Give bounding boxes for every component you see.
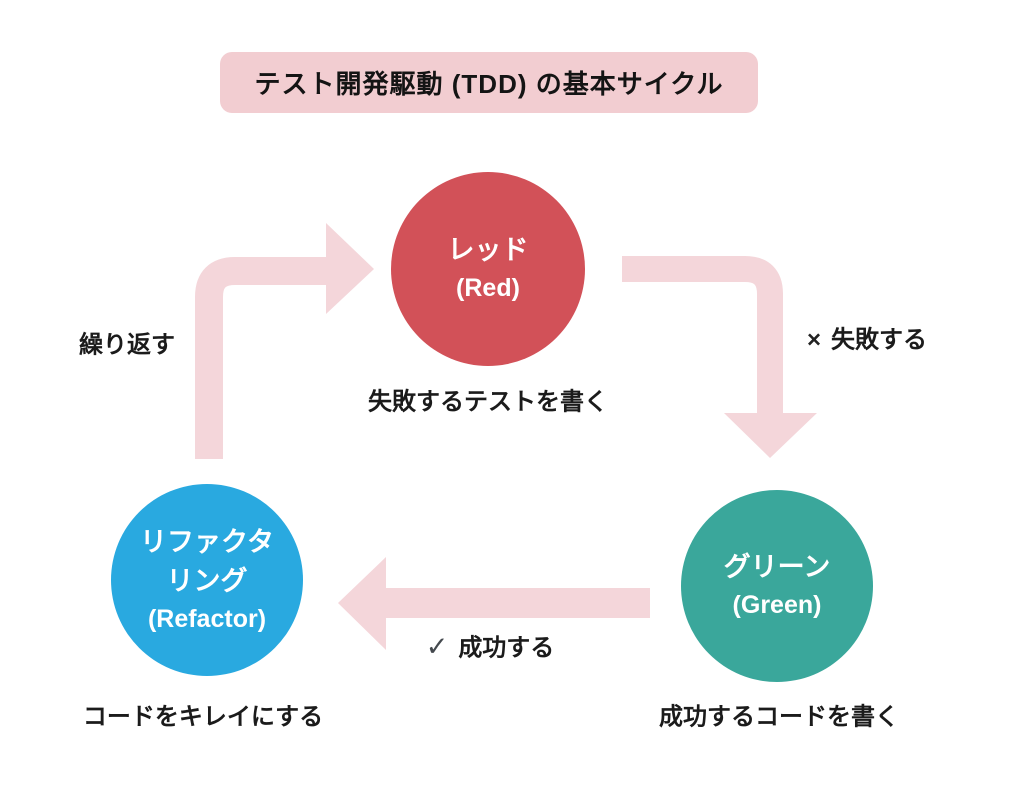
edge-label-fail: × 失敗する xyxy=(807,320,927,355)
edge-label-repeat: 繰り返す xyxy=(79,325,175,360)
edge-label-success-text: 成功する xyxy=(458,634,555,662)
arrow-red-to-green xyxy=(622,256,817,458)
caption-green: 成功するコードを書く xyxy=(659,703,899,731)
check-icon: ✓ xyxy=(425,631,449,662)
edge-label-success: ✓ 成功する xyxy=(426,628,555,663)
node-red-label-ja: レッド xyxy=(447,235,529,266)
caption-refactor: コードをキレイにする xyxy=(82,703,324,731)
edge-label-repeat-text: 繰り返す xyxy=(79,331,175,359)
cross-icon: × xyxy=(806,326,822,354)
node-refactor: リファクタ リング (Refactor) xyxy=(111,484,303,676)
node-red-label-en: (Red) xyxy=(456,274,520,303)
node-green-label-en: (Green) xyxy=(732,591,822,620)
edge-label-fail-text: 失敗する xyxy=(831,326,928,354)
node-refactor-label-en: (Refactor) xyxy=(147,605,267,634)
diagram-title-text: テスト開発駆動 (TDD) の基本サイクル xyxy=(254,69,724,99)
node-green: グリーン (Green) xyxy=(681,490,873,682)
arrow-refactor-to-red xyxy=(195,223,374,459)
caption-red: 失敗するテストを書く xyxy=(368,388,608,416)
node-green-label-ja: グリーン xyxy=(723,552,831,583)
node-red: レッド (Red) xyxy=(391,172,585,366)
node-refactor-label-ja: リファクタ リング xyxy=(140,526,274,596)
diagram-title: テスト開発駆動 (TDD) の基本サイクル xyxy=(220,52,758,113)
